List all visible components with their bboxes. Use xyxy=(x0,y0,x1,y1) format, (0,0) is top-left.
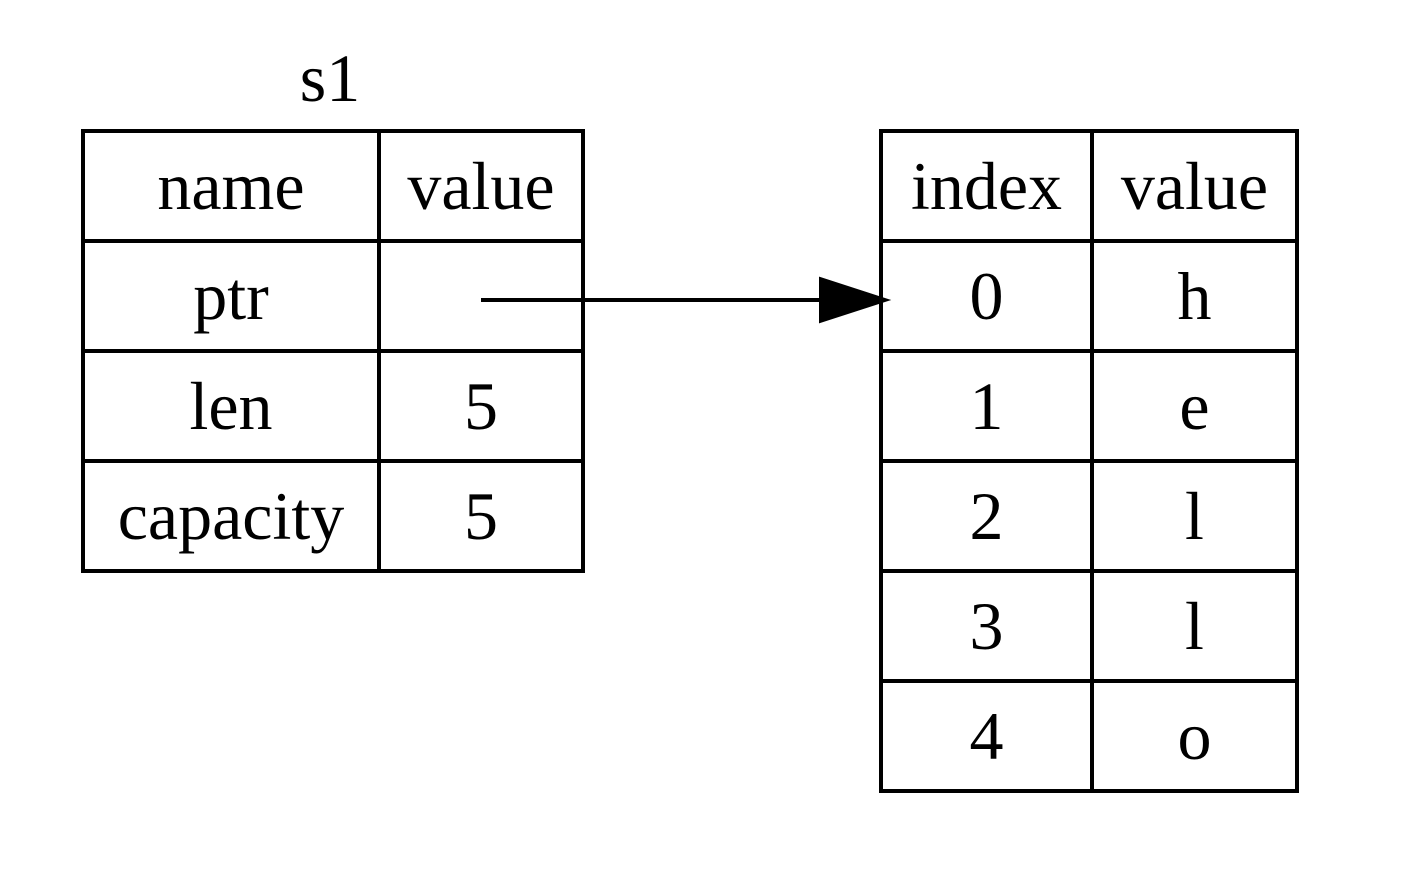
heap-row-4: 4 o xyxy=(879,679,1299,793)
heap-row-2: 2 l xyxy=(879,459,1299,573)
s1-row-len: len 5 xyxy=(81,349,585,463)
s1-table: name value ptr len 5 capacity 5 xyxy=(81,129,585,573)
s1-header-row: name value xyxy=(81,129,585,243)
heap-value-2: l xyxy=(1090,459,1299,573)
heap-header-index: index xyxy=(879,129,1094,243)
s1-len-value: 5 xyxy=(377,349,585,463)
heap-header-value: value xyxy=(1090,129,1299,243)
heap-table: index value 0 h 1 e 2 l 3 l 4 o xyxy=(879,129,1299,793)
s1-len-name: len xyxy=(81,349,381,463)
s1-row-capacity: capacity 5 xyxy=(81,459,585,573)
heap-index-0: 0 xyxy=(879,239,1094,353)
s1-title: s1 xyxy=(299,40,361,116)
heap-index-2: 2 xyxy=(879,459,1094,573)
heap-value-0: h xyxy=(1090,239,1299,353)
s1-capacity-name: capacity xyxy=(81,459,381,573)
s1-capacity-value: 5 xyxy=(377,459,585,573)
heap-value-1: e xyxy=(1090,349,1299,463)
s1-ptr-name: ptr xyxy=(81,239,381,353)
heap-header-row: index value xyxy=(879,129,1299,243)
s1-ptr-value xyxy=(377,239,585,353)
heap-index-1: 1 xyxy=(879,349,1094,463)
s1-header-name: name xyxy=(81,129,381,243)
pointer-arrow-head xyxy=(819,276,892,324)
heap-value-4: o xyxy=(1090,679,1299,793)
heap-index-4: 4 xyxy=(879,679,1094,793)
s1-row-ptr: ptr xyxy=(81,239,585,353)
heap-index-3: 3 xyxy=(879,569,1094,683)
heap-row-1: 1 e xyxy=(879,349,1299,463)
s1-header-value: value xyxy=(377,129,585,243)
heap-value-3: l xyxy=(1090,569,1299,683)
heap-row-3: 3 l xyxy=(879,569,1299,683)
heap-row-0: 0 h xyxy=(879,239,1299,353)
